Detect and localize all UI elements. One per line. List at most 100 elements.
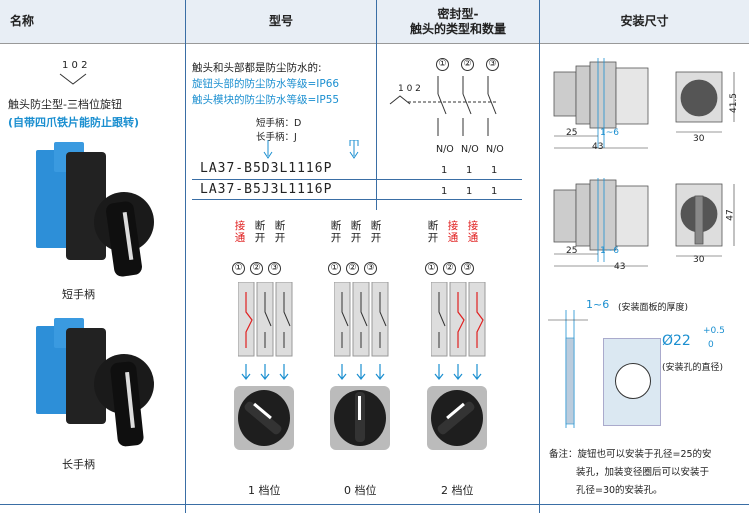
hole-tol-up: +0.5: [703, 326, 725, 336]
hole-tol-dn: 0: [708, 340, 714, 350]
pos0-top-1: 断开: [330, 220, 342, 244]
pos1-knob: [234, 386, 294, 450]
long-handle-label: 长手柄: [62, 458, 95, 471]
pos2-arrows-icon: [434, 364, 482, 380]
dim-1-6-b: 1~6: [600, 246, 619, 256]
pos2-top-2: 接通: [447, 220, 459, 244]
pos2-num-1: ①: [425, 262, 438, 275]
model-line2: 旋钮头部的防尘防水等级=IP66: [192, 78, 340, 90]
note-line2: 装孔，加装变径圈后可以安装于: [576, 467, 710, 478]
short-key: 短手柄：D: [256, 118, 302, 129]
header-install: 安装尺寸: [540, 0, 749, 44]
position-label: 1 0 2: [62, 60, 88, 71]
position-group-2: 断开 接通 接通 ① ② ③ 2 档位: [421, 220, 491, 500]
hole-plate: [603, 338, 661, 426]
diagram-pos-label: 1 0 2: [398, 84, 421, 94]
pos2-knob: [427, 386, 487, 450]
dim-43-a: 43: [592, 142, 604, 152]
pos1-top-1: 接通: [234, 220, 246, 244]
position-group-1: 接通 断开 断开 ① ② ③ 1 档位: [228, 220, 298, 500]
divider-3: [539, 0, 540, 513]
pos0-top-3: 断开: [370, 220, 382, 244]
pos2-num-3: ③: [461, 262, 474, 275]
code-row-line-bot: [192, 199, 522, 200]
contact-type-2: N/O: [461, 144, 479, 155]
header-model: 型号: [186, 0, 376, 44]
divider-1: [185, 0, 186, 513]
panel-drawing: [548, 310, 588, 428]
dim-30-b: 30: [693, 255, 705, 265]
pos1-num-3: ③: [268, 262, 281, 275]
pos0-arrows-icon: [337, 364, 385, 380]
contact-num-1: ①: [436, 58, 449, 71]
pos0-knob: [330, 386, 390, 450]
key-arrows-icon: [263, 140, 359, 159]
short-handle-label: 短手柄: [62, 288, 95, 301]
pos2-contacts: [431, 282, 486, 357]
header-name: 名称: [0, 0, 185, 44]
pos1-top-3: 断开: [274, 220, 286, 244]
pos0-label: 0 档位: [344, 484, 377, 497]
model-line1: 触头和头部都是防尘防水的:: [192, 62, 322, 74]
pos0-top-2: 断开: [350, 220, 362, 244]
dim-41-5: 41.5: [729, 92, 740, 114]
dim-drawing-short: [553, 58, 735, 149]
pos1-num-2: ②: [250, 262, 263, 275]
pos0-num-3: ③: [364, 262, 377, 275]
long-key: 长手柄：J: [256, 132, 297, 143]
dim-25-b: 25: [566, 246, 578, 256]
model-code-2: LA37-B5J3L1116P: [200, 182, 333, 197]
contact-num-row: ① ② ③: [434, 58, 501, 71]
hole-diameter: Ø22: [662, 333, 691, 349]
pos2-label: 2 档位: [441, 484, 474, 497]
long-handle-image: [36, 318, 162, 448]
panel-thickness: 1~6: [586, 298, 610, 311]
code1-val-2: 1: [466, 165, 473, 176]
pos1-contacts: [238, 282, 293, 357]
note-line3: 孔径=30的安装孔。: [576, 485, 663, 496]
contact-num-3: ③: [486, 58, 499, 71]
contact-type-3: N/O: [486, 144, 504, 155]
dim-1-6-a: 1~6: [600, 128, 619, 138]
code1-val-3: 1: [491, 165, 498, 176]
pos0-num-2: ②: [346, 262, 359, 275]
code-row-line-top: [192, 179, 522, 180]
pos1-top-2: 断开: [254, 220, 266, 244]
short-handle-image: [36, 142, 162, 282]
dim-47: 47: [725, 209, 736, 221]
header-sealed-line1: 密封型-: [437, 6, 479, 21]
pos1-num-1: ①: [232, 262, 245, 275]
pos0-num-1: ①: [328, 262, 341, 275]
pos2-top-3: 接通: [467, 220, 479, 244]
code2-val-3: 1: [491, 186, 498, 197]
left-title: 触头防尘型-三档位旋钮: [8, 98, 122, 111]
dim-30-a: 30: [693, 134, 705, 144]
pos1-label: 1 档位: [248, 484, 281, 497]
header-sealed: 密封型- 触头的类型和数量: [377, 0, 539, 44]
code1-val-1: 1: [441, 165, 448, 176]
rotation-arrow-icon: [59, 73, 87, 85]
dim-43-b: 43: [614, 262, 626, 272]
hole-circle: [615, 363, 651, 399]
code2-val-2: 1: [466, 186, 473, 197]
model-line3: 触头模块的防尘防水等级=IP55: [192, 94, 340, 106]
pos0-contacts: [334, 282, 389, 357]
pos1-arrows-icon: [241, 364, 289, 380]
panel-note: (安装面板的厚度): [618, 303, 689, 313]
divider-2: [376, 0, 377, 210]
dim-drawing-long: [553, 178, 735, 267]
header-sealed-line2: 触头的类型和数量: [409, 21, 506, 36]
note-line1: 备注：旋钮也可以安装于孔径=25的安: [549, 449, 712, 460]
left-subtitle: (自带四爪铁片能防止跟转): [8, 116, 140, 129]
pos2-top-1: 断开: [427, 220, 439, 244]
dim-25-a: 25: [566, 128, 578, 138]
position-group-0: 断开 断开 断开 ① ② ③ 0 档位: [324, 220, 394, 500]
bottom-line: [0, 504, 749, 505]
contact-num-2: ②: [461, 58, 474, 71]
hole-note: (安装孔的直径): [662, 363, 724, 373]
contact-type-1: N/O: [436, 144, 454, 155]
contact-diagram: [389, 76, 498, 136]
model-code-1: LA37-B5D3L1116P: [200, 161, 333, 176]
code2-val-1: 1: [441, 186, 448, 197]
pos2-num-2: ②: [443, 262, 456, 275]
